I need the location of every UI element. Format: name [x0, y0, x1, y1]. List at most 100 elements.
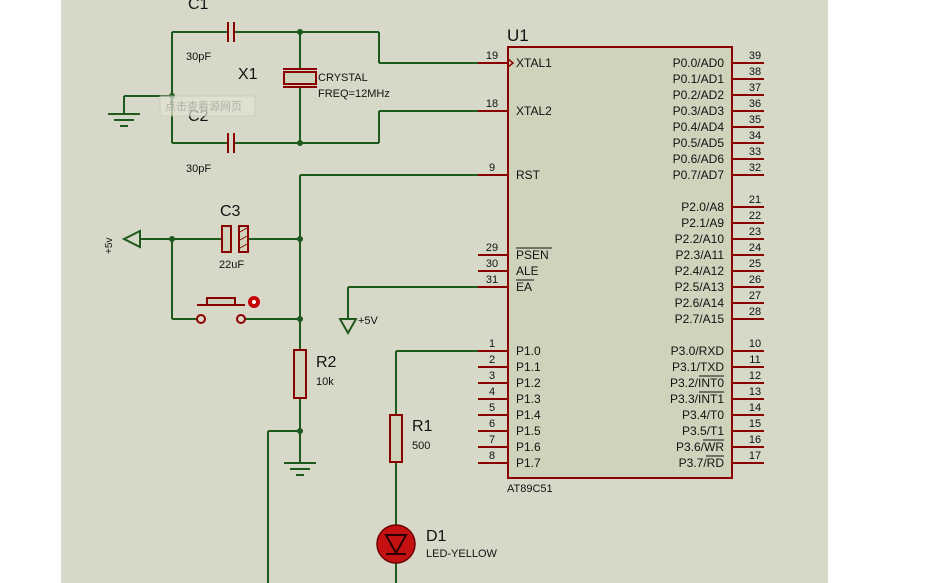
pin-name: P0.3/AD3 — [673, 104, 725, 118]
pin-number: 12 — [749, 370, 761, 382]
r1-resistor — [389, 414, 403, 463]
pin-number: 17 — [749, 450, 761, 462]
pin-number: 19 — [486, 50, 498, 62]
pin-name: P2.3/A11 — [676, 248, 725, 262]
pin-number: 35 — [749, 114, 761, 126]
pin-name: P3.1/TXD — [672, 360, 724, 374]
c3-capacitor — [221, 225, 249, 253]
pin-name: P3.5/T1 — [682, 424, 724, 438]
pin-name: P3.3/INT1 — [670, 392, 724, 406]
pin-number: 36 — [749, 98, 761, 110]
pin-number: 22 — [749, 210, 761, 222]
c2-capacitor — [227, 133, 235, 153]
vcc-ea-label: +5V — [358, 315, 379, 327]
d1-led — [376, 524, 416, 564]
c3-ref: C3 — [220, 203, 241, 220]
pin-name: P1.6 — [516, 440, 541, 454]
x1-ref: X1 — [238, 66, 258, 83]
pin-number: 9 — [489, 162, 495, 174]
ea-wiring — [338, 286, 478, 336]
pin-name: XTAL1 — [516, 56, 552, 70]
pin-name: XTAL2 — [516, 104, 552, 118]
pin-number: 5 — [489, 402, 495, 414]
c2-value: 30pF — [186, 163, 211, 175]
pin-name: P1.4 — [516, 408, 541, 422]
pin-number: 11 — [749, 354, 760, 366]
pin-name: P2.5/A13 — [675, 280, 725, 294]
pin-name: P3.6/WR — [676, 440, 724, 454]
pin-number: 27 — [749, 290, 761, 302]
pin-name: EA — [516, 280, 532, 294]
pin-number: 18 — [486, 98, 498, 110]
pin-name: P2.6/A14 — [675, 296, 725, 310]
pin-number: 32 — [749, 162, 761, 174]
pushbutton-toggle-icon[interactable] — [248, 296, 260, 308]
pin-number: 28 — [749, 306, 761, 318]
pin-name: P3.0/RXD — [671, 344, 725, 358]
u1-ref: U1 — [507, 26, 529, 45]
pin-number: 23 — [749, 226, 761, 238]
pin-name: P0.2/AD2 — [673, 88, 725, 102]
pin-number: 6 — [489, 418, 495, 430]
crystal-wiring — [123, 29, 478, 146]
pin-name: P0.7/AD7 — [673, 168, 725, 182]
u1-right-pins: 39P0.0/AD038P0.1/AD137P0.2/AD236P0.3/AD3… — [670, 50, 764, 470]
pin-name: P1.5 — [516, 424, 541, 438]
pin-number: 33 — [749, 146, 761, 158]
u1-body — [507, 46, 733, 479]
pin-number: 2 — [489, 354, 495, 366]
pin-name: P2.1/A9 — [681, 216, 724, 230]
pin-name: RST — [516, 168, 541, 182]
pin-number: 1 — [489, 338, 495, 350]
reset-pushbutton[interactable] — [196, 297, 246, 324]
pin-name: P1.3 — [516, 392, 541, 406]
pin-number: 31 — [486, 274, 498, 286]
pin-number: 10 — [749, 338, 761, 350]
c1-value: 30pF — [186, 51, 211, 63]
pin-number: 37 — [749, 82, 761, 94]
pin-number: 25 — [749, 258, 761, 270]
pin-number: 21 — [749, 194, 761, 206]
pin-name: P2.4/A12 — [675, 264, 725, 278]
pin-name: P0.6/AD6 — [673, 152, 725, 166]
watermark-box — [159, 95, 256, 117]
pin-number: 24 — [749, 242, 761, 254]
watermark-text: 点击查看源网页 — [165, 99, 242, 113]
pin-name: P0.1/AD1 — [673, 72, 725, 86]
pin-number: 16 — [749, 434, 761, 446]
pin-name: P1.1 — [516, 360, 541, 374]
pin-name: P1.0 — [516, 344, 541, 358]
ground-symbol-2 — [284, 462, 316, 476]
pin-name: P0.5/AD5 — [673, 136, 725, 150]
x1-crystal — [283, 68, 317, 88]
pin-number: 38 — [749, 66, 761, 78]
r2-value: 10k — [316, 376, 334, 388]
c3-value: 22uF — [219, 259, 244, 271]
